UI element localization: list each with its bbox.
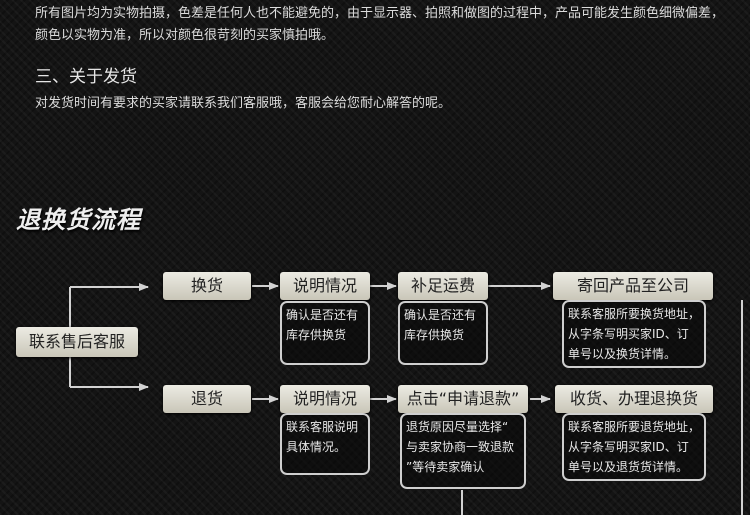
exchange-note-2: 确认是否还有 库存供换货	[280, 301, 370, 365]
return-note-2: 联系客服说明 具体情况。	[280, 413, 370, 475]
note-line: 与卖家协商一致退款	[406, 440, 515, 454]
note-line: 单号以及退货货详情。	[568, 460, 689, 474]
intro-paragraph: 所有图片均为实物拍摄，色差是任何人也不能避免的，由于显示器、拍照和做图的过程中，…	[35, 6, 725, 43]
section-3-title: 三、关于发货	[35, 67, 137, 87]
note-line: 联系客服说明	[286, 420, 359, 434]
note-line: 具体情况。	[286, 440, 347, 454]
note-line: 确认是否还有	[404, 308, 477, 322]
exchange-step-1: 换货	[163, 272, 251, 300]
note-line: 从字条写明买家ID、订	[568, 440, 689, 454]
start-node-contact-support: 联系售后客服	[16, 327, 138, 357]
return-step-1: 退货	[163, 385, 251, 413]
note-line: 退货原因尽量选择“	[406, 420, 509, 434]
exchange-step-2: 说明情况	[280, 272, 370, 300]
flow-title: 退换货流程	[16, 206, 141, 234]
exchange-step-3: 补足运费	[398, 272, 488, 300]
note-line: ”等待卖家确认	[406, 460, 485, 474]
note-line: 联系客服所要换货地址，	[568, 307, 701, 321]
note-line: 库存供换货	[404, 328, 465, 342]
exchange-note-3: 确认是否还有 库存供换货	[398, 301, 488, 365]
return-step-2: 说明情况	[280, 385, 370, 413]
note-line: 单号以及换货详情。	[568, 347, 677, 361]
note-line: 从字条写明买家ID、订	[568, 327, 689, 341]
note-line: 联系客服所要退货地址，	[568, 420, 701, 434]
return-step-4: 收货、办理退换货	[555, 385, 713, 413]
return-note-3: 退货原因尽量选择“ 与卖家协商一致退款 ”等待卖家确认	[400, 413, 526, 489]
exchange-note-4: 联系客服所要换货地址， 从字条写明买家ID、订 单号以及换货详情。	[562, 300, 706, 368]
return-note-4: 联系客服所要退货地址， 从字条写明买家ID、订 单号以及退货货详情。	[562, 413, 706, 481]
note-line: 确认是否还有	[286, 308, 359, 322]
section-3-body: 对发货时间有要求的买家请联系我们客服哦，客服会给您耐心解答的呢。	[35, 96, 452, 111]
note-line: 库存供换货	[286, 328, 347, 342]
return-step-3: 点击“申请退款”	[398, 385, 528, 413]
exchange-step-4: 寄回产品至公司	[553, 272, 713, 300]
